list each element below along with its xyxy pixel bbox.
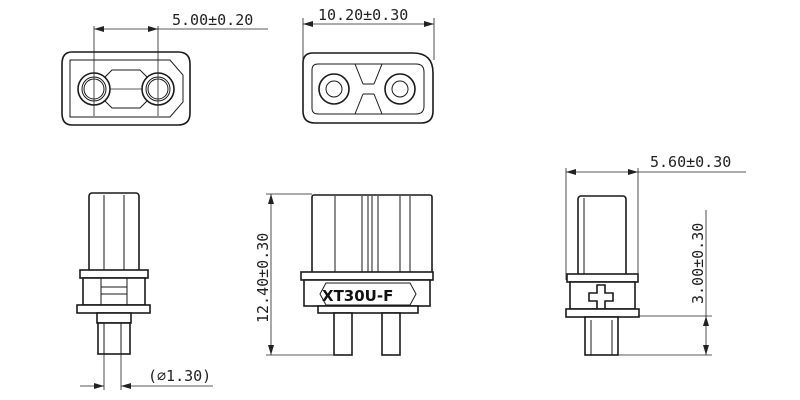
dimension-pin-pitch: 5.00±0.20: [93, 11, 268, 116]
dimension-text: 5.00±0.20: [172, 11, 253, 29]
dimension-text: 12.40±0.30: [254, 233, 272, 323]
dimension-body-width: 10.20±0.30: [302, 6, 435, 60]
side-view-left: [76, 192, 151, 355]
dimension-text: 5.60±0.30: [650, 153, 731, 171]
dimension-side-width: 5.60±0.30: [565, 153, 746, 280]
front-elevation: XT30U-F: [300, 194, 434, 356]
dimension-pin-diameter: (⌀1.30): [80, 354, 213, 390]
dimension-text: (⌀1.30): [148, 367, 211, 385]
part-label: XT30U-F: [322, 287, 393, 305]
dimension-text: 3.00±0.30: [689, 223, 707, 304]
dimension-total-height: 12.40±0.30: [254, 193, 336, 356]
side-view-right: [565, 195, 640, 356]
dimension-pin-length: 3.00±0.30: [618, 210, 712, 356]
rear-view-face: [302, 52, 434, 124]
dimension-text: 10.20±0.30: [318, 6, 408, 24]
front-view-mating-face: [61, 51, 191, 126]
